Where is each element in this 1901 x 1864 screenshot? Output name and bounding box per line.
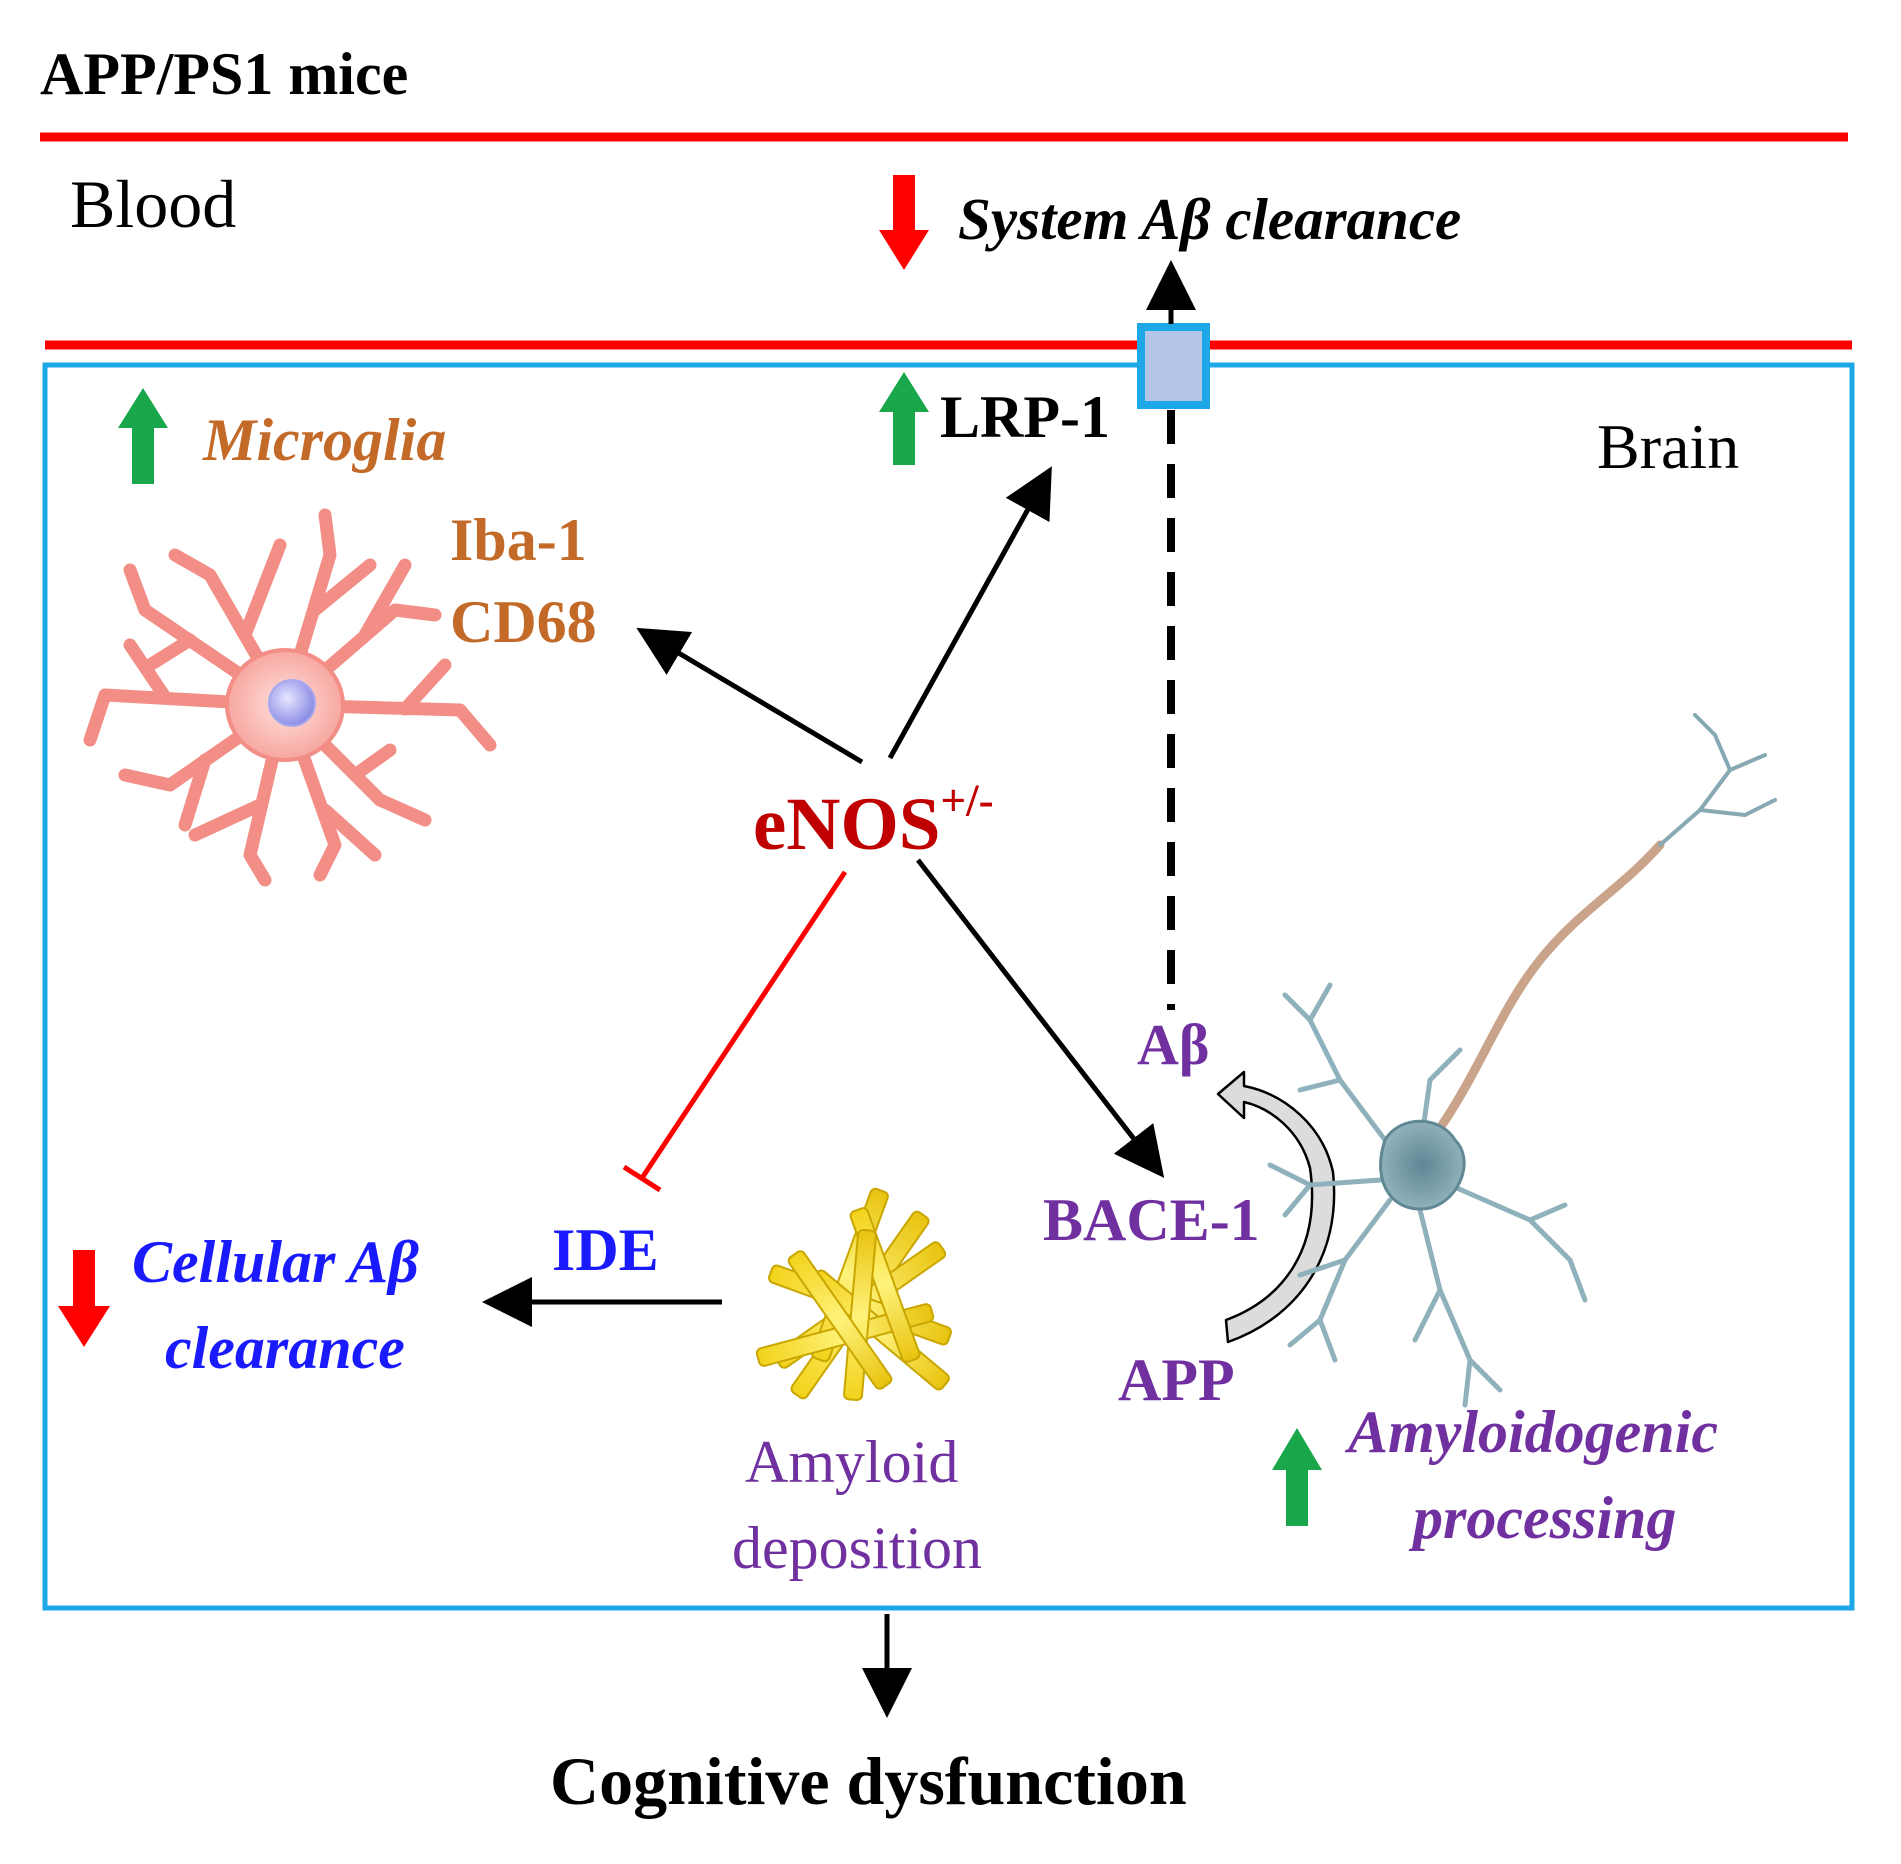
brain-compartment-label: Brain <box>1597 411 1740 482</box>
inhibition-enos-to-ide <box>622 870 848 1193</box>
amyloidogenic-processing-line2: processing <box>1413 1485 1677 1551</box>
neuron-cell-icon <box>1267 713 1777 1408</box>
enos-genotype-superscript: +/- <box>940 775 994 826</box>
amyloid-deposition-line2: deposition <box>732 1515 982 1581</box>
arrow-up-amyloidogenic-icon <box>1272 1428 1322 1526</box>
lrp1-transporter <box>1137 323 1210 409</box>
abeta-label: Aβ <box>1137 1012 1210 1077</box>
lrp1-label: LRP-1 <box>940 384 1110 450</box>
arrow-up-lrp1-icon <box>879 372 929 465</box>
cognitive-dysfunction-label: Cognitive dysfunction <box>550 1743 1187 1819</box>
blood-compartment-label: Blood <box>70 166 237 242</box>
app-label: APP <box>1118 1347 1235 1413</box>
iba1-label: Iba-1 <box>450 507 587 573</box>
arrow-down-cellular-clearance-icon <box>58 1250 110 1347</box>
arrow-enos-to-bace1 <box>916 858 1165 1178</box>
cellular-abeta-clearance-line2: clearance <box>165 1315 405 1381</box>
amyloidogenic-processing-line1: Amyloidogenic <box>1348 1399 1718 1465</box>
microglia-cell-icon <box>83 508 497 887</box>
arrow-enos-to-microglia-markers <box>636 627 864 765</box>
cd68-label: CD68 <box>450 589 597 655</box>
system-abeta-clearance-label: System Aβ clearance <box>958 186 1462 252</box>
brain-compartment-box <box>42 362 1855 1611</box>
microglia-label: Microglia <box>203 407 447 473</box>
ide-label: IDE <box>552 1217 659 1283</box>
amyloid-deposition-line1: Amyloid <box>745 1429 959 1495</box>
amyloid-fibril-icon <box>755 1187 952 1402</box>
enos-label: eNOS+/- <box>753 778 994 862</box>
enos-text: eNOS <box>753 783 941 866</box>
page-title: APP/PS1 mice <box>40 41 409 107</box>
cellular-abeta-clearance-line1: Cellular Aβ <box>132 1229 419 1295</box>
bace1-label: BACE-1 <box>1043 1187 1260 1253</box>
arrow-enos-to-lrp1 <box>887 466 1052 760</box>
arrow-up-microglia-icon <box>118 388 168 484</box>
arrow-down-system-clearance-icon <box>879 175 929 270</box>
